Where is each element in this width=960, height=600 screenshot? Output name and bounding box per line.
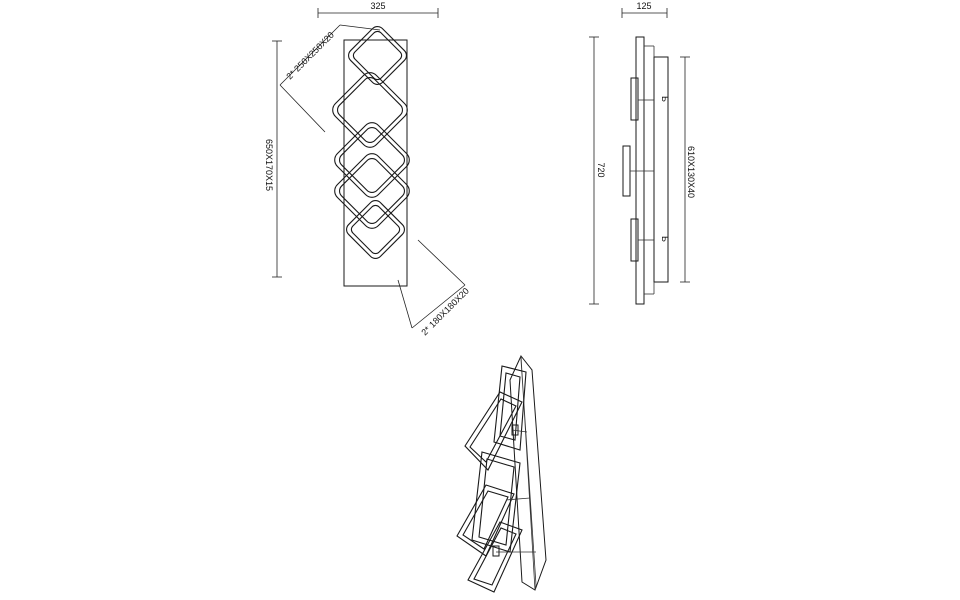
ring-large-middle <box>334 122 410 198</box>
side-mark-bottom: Ь <box>660 236 670 242</box>
dim-side-body-label: 610X130X40 <box>686 146 696 198</box>
ring-large-upper <box>332 72 408 148</box>
dim-side-body: 610X130X40 <box>680 56 696 283</box>
dim-side-depth-label: 125 <box>636 1 651 11</box>
isometric-view <box>456 355 547 593</box>
iso-ring-large-lower <box>456 484 515 557</box>
dim-side-depth: 125 <box>621 1 668 18</box>
dim-front-width: 325 <box>317 1 439 18</box>
side-mark-top: Ь <box>660 96 670 102</box>
side-view: 125 720 610X130X40 Ь Ь <box>589 1 696 305</box>
side-body <box>653 56 669 283</box>
ring-large-lower <box>334 153 410 229</box>
side-ring-middle <box>622 145 631 197</box>
dim-front-width-label: 325 <box>370 1 385 11</box>
ring-small-top <box>348 26 407 85</box>
side-ring-top <box>630 77 639 121</box>
side-ring-bottom <box>630 218 639 262</box>
front-view: 325 650X170X15 2* 250X250X20 2* 180X180X… <box>264 1 471 337</box>
dim-side-height: 720 <box>589 36 606 305</box>
iso-ring-small-bottom <box>467 521 523 593</box>
front-backplate <box>343 39 408 287</box>
side-mount-plate <box>635 36 645 305</box>
dim-side-height-label: 720 <box>596 162 606 177</box>
dim-small-ring-label: 2* 180X180X20 <box>419 286 471 338</box>
dim-large-ring-label: 2* 250X250X20 <box>284 30 336 82</box>
ring-small-bottom <box>346 200 405 259</box>
dim-large-ring: 2* 250X250X20 <box>279 24 381 133</box>
dim-front-height-label: 650X170X15 <box>264 139 274 191</box>
dim-front-height: 650X170X15 <box>264 40 282 278</box>
iso-ring-small-top <box>493 365 527 451</box>
dim-small-ring: 2* 180X180X20 <box>397 239 471 338</box>
